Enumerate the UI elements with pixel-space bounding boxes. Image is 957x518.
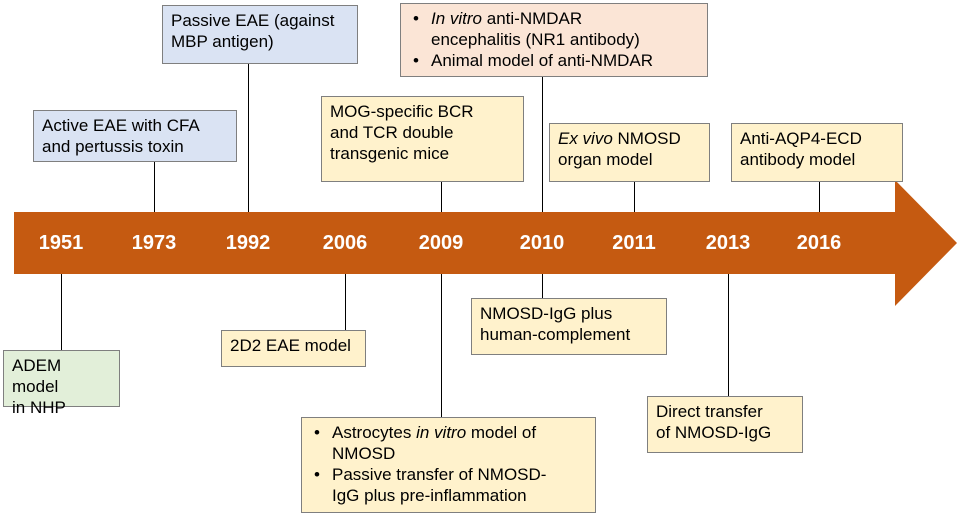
connector-2010-bottom xyxy=(542,274,543,298)
event-text-line: Ex vivo NMOSD xyxy=(558,128,701,149)
event-box-2006: 2D2 EAE model xyxy=(221,330,366,367)
bullet-icon: • xyxy=(413,9,419,28)
list-item: • Animal model of anti-NMDAR xyxy=(409,50,699,71)
connector-1992 xyxy=(248,64,249,212)
event-text-line: of NMOSD-IgG xyxy=(656,423,772,442)
connector-2016 xyxy=(819,182,820,212)
event-text-line: Active EAE with CFA xyxy=(42,116,200,135)
event-box-2010-bottom: NMOSD-IgG plus human-complement xyxy=(471,298,667,355)
event-box-2013: Direct transfer of NMOSD-IgG xyxy=(647,396,803,453)
connector-2009-bottom xyxy=(441,274,442,417)
event-text-line: ADEM model xyxy=(12,356,62,396)
event-box-2010-top: • In vitro anti-NMDAR encephalitis (NR1 … xyxy=(400,3,708,77)
year-label-2010: 2010 xyxy=(519,232,565,254)
event-text-line: transgenic mice xyxy=(330,144,450,163)
bullet-icon: • xyxy=(314,465,320,484)
event-text-line: MBP antigen) xyxy=(171,32,274,51)
event-box-2011: Ex vivo NMOSD organ model xyxy=(549,123,710,182)
event-box-1951: ADEM model in NHP xyxy=(3,350,120,417)
year-label-2006: 2006 xyxy=(322,232,368,254)
event-text-line: Animal model of anti-NMDAR xyxy=(431,51,654,70)
event-text-italic: In vitro xyxy=(431,9,483,28)
connector-1951 xyxy=(61,274,62,350)
event-text-italic: in vitro xyxy=(416,423,467,442)
list-item: • Passive transfer of NMOSD- IgG plus pr… xyxy=(310,464,587,506)
event-text-line: in NHP xyxy=(12,398,66,417)
event-text-line: antibody model xyxy=(740,150,856,169)
event-text: Astrocytes xyxy=(332,423,417,442)
connector-2010-top xyxy=(542,77,543,212)
timeline-arrow-shape xyxy=(14,180,957,306)
event-box-2009-top: MOG-specific BCR and TCR double transgen… xyxy=(321,96,524,182)
event-text: model of xyxy=(466,423,537,442)
connector-2013 xyxy=(728,274,729,396)
event-box-2016: Anti-AQP4-ECD antibody model xyxy=(731,123,903,182)
event-text-line: IgG plus pre-inflammation xyxy=(332,486,527,505)
event-text-line: 2D2 EAE model xyxy=(230,336,351,355)
connector-2009-top xyxy=(441,182,442,212)
connector-2011 xyxy=(634,182,635,212)
year-label-2013: 2013 xyxy=(705,232,751,254)
year-label-1951: 1951 xyxy=(38,232,84,254)
event-text: anti-NMDAR xyxy=(482,9,583,28)
event-text-line: Direct transfer xyxy=(656,402,763,421)
connector-2006 xyxy=(345,274,346,330)
event-text-italic: Ex vivo xyxy=(558,129,613,148)
year-label-2009: 2009 xyxy=(418,232,464,254)
list-item: • In vitro anti-NMDAR encephalitis (NR1 … xyxy=(409,8,699,50)
event-text-line: human-complement xyxy=(480,325,631,344)
event-text-line: NMOSD xyxy=(332,444,396,463)
event-text-line: encephalitis (NR1 antibody) xyxy=(431,30,640,49)
list-item: • Astrocytes in vitro model of NMOSD xyxy=(310,422,587,464)
year-label-1973: 1973 xyxy=(131,232,177,254)
event-box-2009-bottom: • Astrocytes in vitro model of NMOSD • P… xyxy=(301,417,596,513)
event-text-line: MOG-specific BCR xyxy=(330,102,474,121)
event-text-line: organ model xyxy=(558,150,653,169)
year-label-2011: 2011 xyxy=(612,232,656,254)
event-text-line: and TCR double xyxy=(330,123,454,142)
event-text-line: Passive EAE (against xyxy=(171,11,335,30)
bullet-icon: • xyxy=(413,51,419,70)
event-box-1973: Active EAE with CFA and pertussis toxin xyxy=(33,110,237,162)
event-text-line: Passive transfer of NMOSD- xyxy=(332,465,547,484)
year-label-1992: 1992 xyxy=(225,232,271,254)
event-box-1992: Passive EAE (against MBP antigen) xyxy=(162,5,358,64)
connector-1973 xyxy=(154,162,155,212)
event-text: NMOSD xyxy=(612,129,681,148)
year-label-2016: 2016 xyxy=(796,232,842,254)
event-text-line: Anti-AQP4-ECD xyxy=(740,129,862,148)
event-text-line: and pertussis toxin xyxy=(42,137,184,156)
event-text-line: NMOSD-IgG plus xyxy=(480,304,613,323)
bullet-icon: • xyxy=(314,423,320,442)
